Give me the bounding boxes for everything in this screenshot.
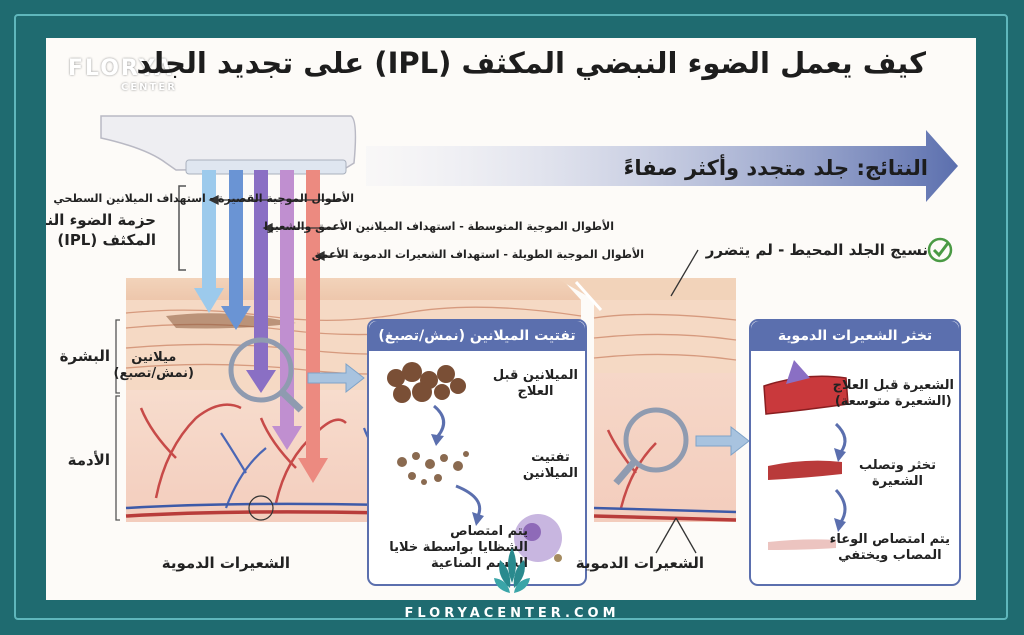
footer-url: FLORYACENTER.COM xyxy=(404,606,620,621)
melanin-step-2: تفتيت الميلانين xyxy=(523,450,578,482)
capillary-step-1-line-1: الشعيرة قبل العلاج xyxy=(832,378,954,393)
capillary-step-1: الشعيرة قبل العلاج (الشعيرة متوسعة) xyxy=(833,378,954,410)
result-label: النتائج: جلد متجدد وأكثر صفاءً xyxy=(623,156,928,180)
surrounding-tissue-label: نسيج الجلد المحيط - لم يتضرر xyxy=(705,241,928,259)
ipl-handpiece xyxy=(100,115,357,171)
capillary-step-2-line-2: الشعيرة xyxy=(872,474,923,489)
melanin-step-1-line-2: العلاج xyxy=(517,384,554,399)
brand-logo: FLORYA xyxy=(68,56,174,81)
beam-label-line-1: حزمة الضوء النبضي xyxy=(46,211,156,229)
melanin-label-line-1: ميلانين xyxy=(131,350,177,365)
capillary-step-1-line-2: (الشعيرة متوسعة) xyxy=(834,394,952,409)
frame-border xyxy=(14,14,1008,620)
melanin-step-2-line-2: الميلانين xyxy=(522,466,578,481)
results-arrow xyxy=(366,130,958,202)
wavelength-short: الأطوال الموجية القصيرة - استهداف الميلا… xyxy=(53,192,354,205)
zoom-arrow-1 xyxy=(307,362,365,394)
capillary-step-3-line-2: المصاب ويختفي xyxy=(838,548,942,563)
melanin-step-1: الميلانين قبل العلاج xyxy=(493,368,578,400)
capillary-step-2: تخثر وتصلب الشعيرة xyxy=(859,458,936,490)
beam-label-line-2: المكثف (IPL) xyxy=(57,231,156,249)
zoom-arrow-2 xyxy=(695,425,750,457)
melanin-label-line-2: (نمش/تصبع) xyxy=(113,366,194,381)
melanin-step-2-line-1: تفتيت xyxy=(531,450,570,465)
capillary-step-3: يتم امتصاص الوعاء المصاب ويختفي xyxy=(830,532,950,564)
capillaries-label-left: الشعيرات الدموية xyxy=(161,554,290,572)
melanin-step-1-line-1: الميلانين قبل xyxy=(492,368,578,383)
melanin-step-3-line-1: يتم امتصاص xyxy=(450,524,528,539)
dermis-label: الأدمة xyxy=(67,451,110,469)
melanin-step-3-line-2: الشظايا بواسطة خلايا xyxy=(389,540,528,555)
diagram-art xyxy=(100,115,961,586)
brand-sub: CENTER xyxy=(121,82,177,93)
melanin-box-title: تفتيت الميلانين (نمش/تصبغ) xyxy=(369,321,585,351)
capillary-box-title: تخثر الشعيرات الدموية الدقيقة xyxy=(751,321,959,374)
wavelength-medium: الأطوال الموجية المتوسطة - استهداف الميل… xyxy=(264,220,614,233)
capillary-step-3-line-1: يتم امتصاص الوعاء xyxy=(829,532,950,547)
brand-leaf-icon xyxy=(494,548,530,593)
infographic-panel: FLORYA CENTER كيف يعمل الضوء النبضي المك… xyxy=(46,38,976,600)
capillary-step-2-line-1: تخثر وتصلب xyxy=(858,458,936,473)
wavelength-long: الأطوال الموجية الطويلة - استهداف الشعير… xyxy=(311,248,644,261)
page-title: كيف يعمل الضوء النبضي المكثف (IPL) على ت… xyxy=(136,46,926,80)
capillaries-label-right: الشعيرات الدموية xyxy=(575,554,704,572)
melanin-label: ميلانين (نمش/تصبع) xyxy=(114,350,194,382)
beam-label: حزمة الضوء النبضي المكثف (IPL) xyxy=(46,210,156,250)
check-icon xyxy=(927,237,953,263)
epidermis-label: البشرة xyxy=(59,347,110,365)
